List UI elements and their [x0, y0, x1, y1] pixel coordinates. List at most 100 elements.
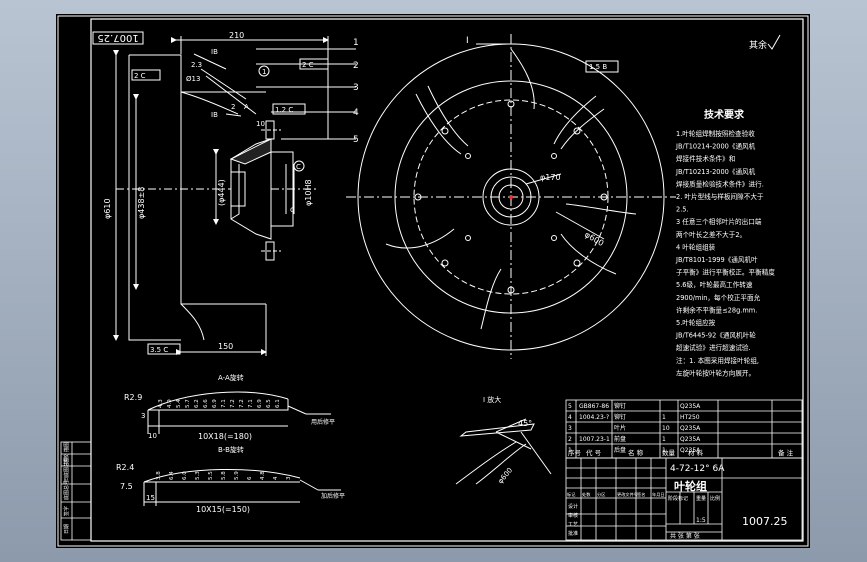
aa-ordinate: 7.1: [221, 399, 227, 408]
svg-text:2 C: 2 C: [302, 61, 314, 69]
outer-frame: [57, 15, 809, 547]
strip-label: 旧底图总号: [63, 457, 70, 482]
aa-note: 用后修平: [311, 418, 335, 426]
section-aa: [147, 391, 331, 434]
parts-cell: GB867-86: [579, 403, 609, 410]
title-block-label: 标记: [567, 491, 576, 498]
parts-cell: HT250: [680, 414, 700, 421]
tech-req-line: 2900/min，每个校正平面允: [676, 293, 761, 302]
drawing-number-rotated-box: 1007.25: [92, 31, 144, 45]
detail-dim: φ600: [496, 466, 514, 485]
aa-ordinate: 6.9: [212, 399, 218, 408]
aa-ordinate: 6.5: [266, 399, 272, 408]
svg-text:C: C: [296, 163, 301, 171]
parts-header: 序号: [568, 448, 582, 457]
title-block-label: 签名: [637, 491, 645, 498]
title-block-role: 工艺: [568, 522, 578, 528]
tolerance-frame: 2 C: [299, 58, 329, 70]
bb-note: 加后修平: [321, 492, 345, 500]
aa-ordinate: 6.2: [194, 399, 200, 408]
strip-label: 描校: [63, 454, 70, 464]
parts-list: [565, 399, 803, 459]
tolerance-frame: 3.5 C: [147, 343, 181, 355]
drawing-sheet[interactable]: 1007.25 其余: [56, 14, 810, 548]
svg-text:2 C: 2 C: [134, 72, 146, 80]
dim-d: d: [290, 205, 295, 214]
tech-req-line: 2. 叶片型线与样板间隙不大于: [676, 192, 764, 201]
bb-ordinate: 5.5: [208, 471, 214, 480]
tech-req-line: 注：1. 本图采用焊接叶轮组,: [676, 356, 759, 365]
label-dia: Ø13: [186, 75, 200, 83]
tech-req-line: 两个叶长之差不大于2。: [676, 230, 746, 239]
parts-cell: 1004.23-?: [579, 414, 609, 421]
dim-dia-170: φ170: [540, 173, 561, 182]
tech-req-line: 超速试验》进行超速试验.: [676, 343, 751, 352]
strip-label: 日期: [64, 524, 70, 534]
svg-text:1.2 C: 1.2 C: [275, 106, 293, 114]
aa-ordinate: 7.2: [239, 399, 245, 408]
bb-ordinate: 6.4: [169, 471, 175, 480]
title-block-role: 批准: [568, 530, 578, 537]
tech-req-body: 1.叶轮组焊制按照检查验收JB/T10214-2000《通风机焊接件技术条件》和…: [675, 129, 775, 377]
callout-number: 1: [353, 38, 359, 48]
callout-number: 3: [353, 83, 359, 93]
bb-ordinate: 4: [273, 476, 279, 480]
dim-bore: φ10H8: [304, 179, 313, 206]
tech-req-heading: 技术要求: [704, 108, 745, 121]
circle-tag: 1: [258, 65, 270, 77]
callout-number: 5: [353, 135, 359, 145]
parts-header: 名 称: [628, 448, 644, 457]
title-name: 叶轮组: [674, 479, 707, 493]
aa-ordinate: 4.3: [158, 399, 164, 408]
parts-cell: 1007.23-1: [579, 436, 610, 443]
box-label: 比例: [710, 495, 720, 502]
tech-req-line: JB/T10213-2000《通风机: [675, 167, 756, 176]
bb-ordinate: 5.9: [234, 471, 240, 480]
aa-ordinate: 7.1: [248, 399, 254, 408]
parts-header: 备 注: [778, 448, 794, 457]
bb-ordinate: 3: [286, 476, 292, 480]
drawing-canvas[interactable]: 1007.25 其余: [56, 14, 810, 548]
aa-ordinate: 4.9: [167, 399, 173, 408]
parts-cell: 1: [662, 414, 666, 421]
scale-label: 1:5: [696, 517, 706, 524]
callout-number: 4: [353, 108, 359, 118]
bb-radius: R2.4: [116, 463, 134, 472]
tech-req-line: 4 叶轮组组装: [676, 242, 716, 251]
sheet-text: 共 张 第 张: [670, 532, 700, 540]
callout-number: 2: [353, 61, 359, 71]
dim-dia-438: φ438±8: [137, 187, 146, 219]
parts-cell: 3: [568, 425, 572, 432]
parts-cell: Q235A: [680, 403, 701, 410]
svg-text:1: 1: [262, 68, 266, 76]
label-value: 10: [256, 120, 265, 128]
section-aa-title: A-A旋转: [218, 373, 244, 382]
parts-cell: 10: [662, 425, 670, 432]
tech-req-line: 3 任意三个相邻叶片的出口端: [676, 217, 762, 226]
tech-req-line: 焊接件技术条件》和: [676, 154, 735, 163]
aa-ordinate: 5.4: [176, 399, 182, 408]
circle-tag: C: [293, 160, 305, 172]
aa-dim-3: 3: [141, 412, 145, 420]
roughness-check-icon: [767, 34, 781, 50]
aa-ordinate: 5.7: [185, 399, 191, 408]
tech-req-line: 2.5.: [676, 206, 689, 214]
detail-angle: 45°: [518, 419, 532, 428]
parts-header-row: 序号代 号名 称数量材 料备 注: [568, 448, 794, 457]
roughness-note: 其余: [749, 39, 767, 51]
bb-ordinate: 5.8: [221, 471, 227, 480]
bb-dim-7-5: 7.5: [120, 482, 133, 491]
dim-dia-610: φ610: [103, 198, 112, 219]
dim-dia-600: φ600: [583, 230, 605, 248]
parts-cell: 后盘: [614, 446, 626, 454]
label-value: 2: [231, 103, 235, 111]
parts-cell: Q235A: [680, 447, 701, 454]
tolerance-frame: 2 C: [131, 69, 161, 81]
parts-cell: 2: [568, 436, 572, 443]
